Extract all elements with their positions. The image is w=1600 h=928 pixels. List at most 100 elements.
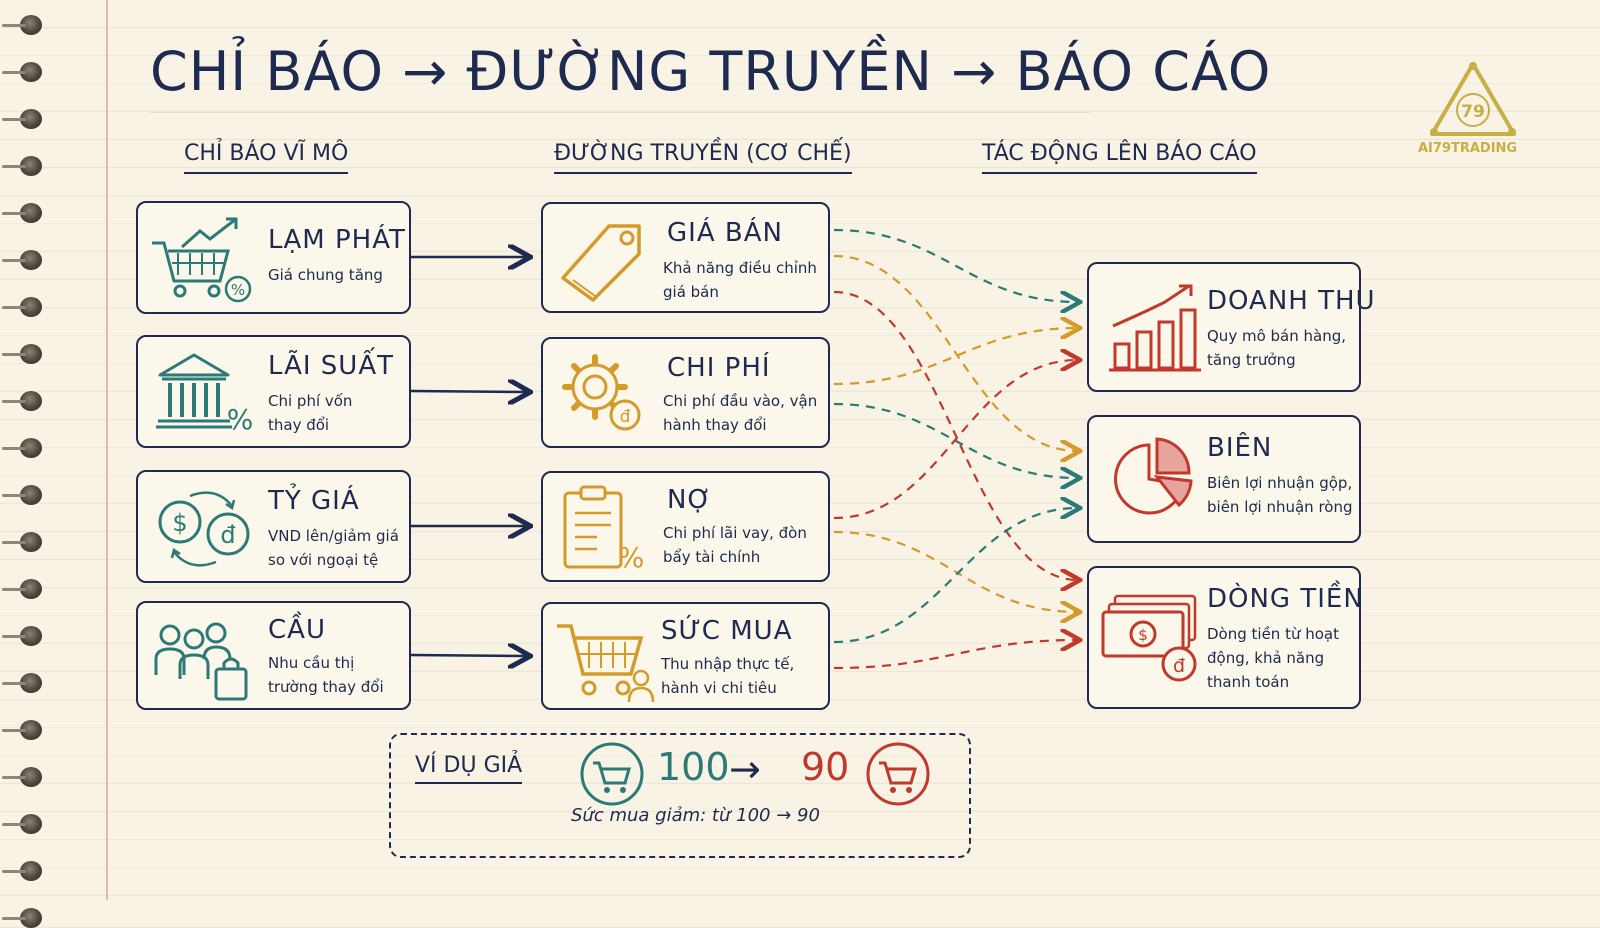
- cart-growth-percent-icon: %: [152, 217, 252, 303]
- indicator-title: CẦU: [268, 615, 326, 645]
- binding-ring: [2, 62, 42, 82]
- channel-sub: Thu nhập thực tế, hành vi chi tiêu: [661, 655, 795, 697]
- channel-sub: Chi phí lãi vay, đòn bẩy tài chính: [663, 524, 807, 566]
- indicator-box-inflation: % LẠM PHÁT Giá chung tăng: [136, 201, 411, 314]
- binding-ring: [2, 861, 42, 881]
- svg-text:đ: đ: [620, 407, 631, 427]
- svg-text:đ: đ: [1173, 655, 1185, 677]
- column-header-indicators: CHỈ BÁO VĨ MÔ: [184, 141, 349, 174]
- cart-circle-icon: [866, 742, 930, 806]
- binding-ring: [2, 109, 42, 129]
- binding-ring: [2, 203, 42, 223]
- dashed-connector: [833, 290, 1078, 580]
- column-header-channels: ĐƯỜNG TRUYỀN (CƠ CHẾ): [554, 141, 852, 174]
- binding-ring: [2, 673, 42, 693]
- impact-sub: Biên lợi nhuận gộp, biên lợi nhuận ròng: [1207, 474, 1353, 516]
- logo-mark: 79: [1461, 102, 1485, 122]
- svg-text:$: $: [1138, 626, 1148, 644]
- example-note: Sức mua giảm: từ 100 → 90: [571, 805, 820, 826]
- indicator-box-demand: CẦU Nhu cầu thị trường thay đổi: [136, 601, 411, 710]
- channel-title: CHI PHÍ: [667, 353, 771, 383]
- impact-title: DOANH THU: [1207, 286, 1376, 316]
- cash-dong-icon: $ đ: [1101, 594, 1197, 682]
- channel-sub: Chi phí đầu vào, vận hành thay đổi: [663, 392, 818, 434]
- dashed-connector: [833, 530, 1078, 612]
- binding-ring: [2, 485, 42, 505]
- bar-growth-icon: [1109, 284, 1201, 372]
- logo-text: AI79TRADING: [1418, 141, 1518, 156]
- column-header-impacts: TÁC ĐỘNG LÊN BÁO CÁO: [982, 141, 1257, 174]
- binding-ring: [2, 908, 42, 928]
- page-title: CHỈ BÁO → ĐƯỜNG TRUYỀN → BÁO CÁO: [150, 40, 1272, 103]
- dashed-connector: [833, 328, 1078, 386]
- dashed-connector: [833, 360, 1078, 520]
- channel-box-cost: đ CHI PHÍ Chi phí đầu vào, vận hành thay…: [541, 337, 830, 448]
- example-box: VÍ DỤ GIẢ 100 → 90 Sức mua giảm: từ 100 …: [389, 733, 971, 858]
- channel-box-debt: % NỢ Chi phí lãi vay, đòn bẩy tài chính: [541, 471, 830, 582]
- example-from-value: 100: [657, 745, 730, 789]
- impact-sub: Dòng tiền từ hoạt động, khả năng thanh t…: [1207, 625, 1339, 691]
- channel-box-price: GIÁ BÁN Khả năng điều chỉnh giá bán: [541, 202, 830, 313]
- binding-ring: [2, 297, 42, 317]
- channel-box-purchasing-power: SỨC MUA Thu nhập thực tế, hành vi chi ti…: [541, 602, 830, 710]
- binding-ring: [2, 720, 42, 740]
- dashed-connector: [833, 640, 1078, 670]
- indicator-box-interest: % LÃI SUẤT Chi phí vốn thay đổi: [136, 335, 411, 448]
- indicator-title: TỶ GIÁ: [268, 486, 360, 516]
- gear-dong-icon: đ: [562, 354, 641, 431]
- indicator-sub: VND lên/giảm giá so với ngoại tệ: [268, 527, 399, 569]
- pie-chart-icon: [1114, 437, 1193, 515]
- binding-ring: [2, 344, 42, 364]
- dashed-connector: [833, 228, 1078, 302]
- currency-exchange-icon: $ đ: [158, 491, 250, 567]
- impact-title: DÒNG TIỀN: [1207, 584, 1364, 614]
- svg-text:đ: đ: [220, 521, 235, 549]
- notebook-page: CHỈ BÁO → ĐƯỜNG TRUYỀN → BÁO CÁO 79 AI79…: [2, 0, 1518, 928]
- svg-text:%: %: [231, 281, 245, 299]
- binding-ring: [2, 391, 42, 411]
- people-shopping-bag-icon: [154, 622, 248, 701]
- channel-title: GIÁ BÁN: [667, 218, 783, 248]
- cart-person-icon: [557, 624, 655, 703]
- impact-sub: Quy mô bán hàng, tăng trưởng: [1207, 327, 1346, 369]
- indicator-box-exchange: $ đ TỶ GIÁ VND lên/giảm giá so với ngoại…: [136, 470, 411, 583]
- example-title: VÍ DỤ GIẢ: [415, 753, 523, 784]
- example-arrow: →: [729, 747, 761, 791]
- cart-circle-icon: [580, 742, 644, 806]
- dashed-connector: [833, 254, 1078, 451]
- indicator-sub: Nhu cầu thị trường thay đổi: [268, 654, 384, 696]
- svg-text:%: %: [618, 541, 645, 574]
- impact-box-margin: BIÊN Biên lợi nhuận gộp, biên lợi nhuận …: [1087, 415, 1361, 543]
- clipboard-percent-icon: %: [563, 485, 645, 574]
- margin-line: [106, 0, 108, 900]
- indicator-sub: Giá chung tăng: [268, 266, 383, 284]
- binding-ring: [2, 579, 42, 599]
- price-tag-icon: [561, 224, 641, 302]
- indicator-title: LÃI SUẤT: [268, 351, 395, 381]
- binding-ring: [2, 250, 42, 270]
- channel-title: NỢ: [667, 485, 713, 515]
- binding-ring: [2, 532, 42, 552]
- binding-ring: [2, 15, 42, 35]
- svg-text:%: %: [227, 403, 252, 436]
- binding-ring: [2, 814, 42, 834]
- channel-title: SỨC MUA: [661, 616, 793, 646]
- impact-box-revenue: DOANH THU Quy mô bán hàng, tăng trưởng: [1087, 262, 1375, 392]
- impact-title: BIÊN: [1207, 433, 1273, 463]
- example-to-value: 90: [801, 745, 850, 789]
- binding-ring: [2, 626, 42, 646]
- impact-box-cashflow: $ đ DÒNG TIỀN Dòng tiền từ hoạt động, kh…: [1087, 566, 1364, 709]
- channel-sub: Khả năng điều chỉnh giá bán: [663, 259, 817, 301]
- solid-arrow: [410, 391, 528, 392]
- indicator-title: LẠM PHÁT: [268, 225, 406, 255]
- ai79trading-logo-icon: 79: [1430, 62, 1516, 136]
- title-rule: [150, 112, 1090, 113]
- bank-percent-icon: %: [156, 353, 252, 436]
- svg-text:$: $: [172, 509, 187, 537]
- binding-ring: [2, 438, 42, 458]
- solid-arrow: [410, 655, 528, 656]
- indicator-sub: Chi phí vốn thay đổi: [268, 392, 353, 434]
- dashed-connector: [833, 402, 1078, 478]
- dashed-connector: [833, 508, 1078, 644]
- binding-ring: [2, 156, 42, 176]
